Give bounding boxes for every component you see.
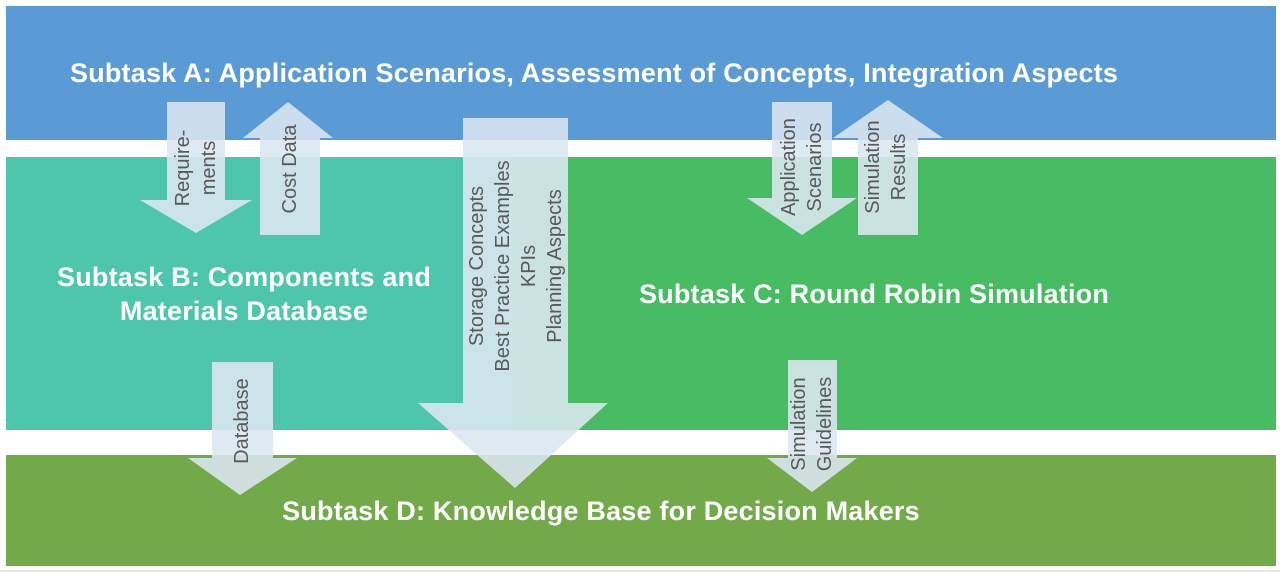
subtask-b-title: Subtask B: Components and Materials Data… <box>56 261 432 326</box>
bottom-edge-line <box>0 570 1280 572</box>
band-subtask-d: Subtask D: Knowledge Base for Decision M… <box>6 455 1276 566</box>
simulation-guidelines-arrow-label: Simulation Guidelines <box>788 376 836 472</box>
database-arrow-label: Database <box>231 378 253 464</box>
application-scenarios-arrow-label: Application Scenarios <box>778 118 826 216</box>
simulation-results-arrow-label: Simulation Results <box>862 120 910 214</box>
band-subtask-b: Subtask B: Components and Materials Data… <box>6 157 512 430</box>
subtask-a-title: Subtask A: Application Scenarios, Assess… <box>69 58 1119 88</box>
knowledge-transfer-arrow-label: Storage Concepts Best Practice Examples … <box>466 160 566 372</box>
cost-data-arrow-label: Cost Data <box>279 124 301 214</box>
subtask-c-title: Subtask C: Round Robin Simulation <box>638 278 1110 309</box>
requirements-arrow-label: Require- ments <box>172 129 220 207</box>
subtask-d-title: Subtask D: Knowledge Base for Decision M… <box>282 495 920 526</box>
